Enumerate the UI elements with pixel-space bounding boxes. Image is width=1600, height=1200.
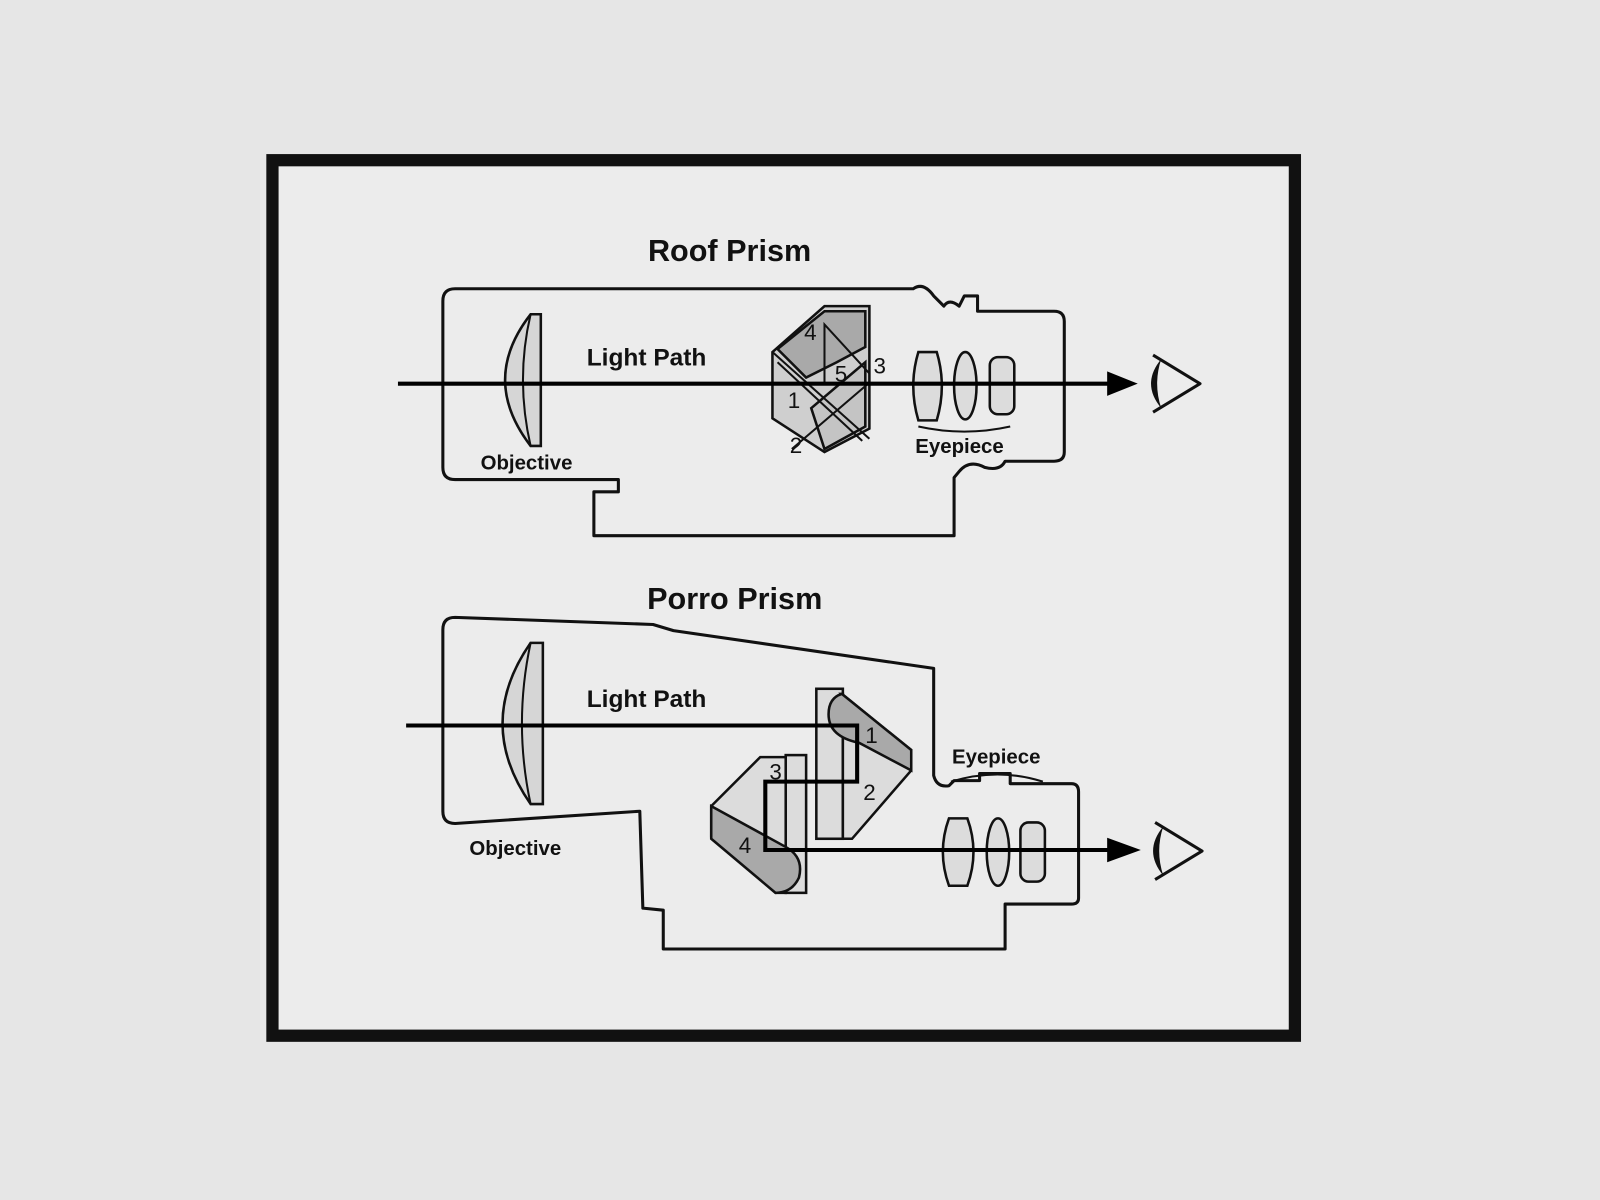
porro-eyepiece-label: Eyepiece <box>952 746 1040 768</box>
roof-surface-4: 4 <box>804 320 816 345</box>
roof-surface-5: 5 <box>835 362 847 387</box>
roof-arrowhead <box>1107 371 1138 396</box>
roof-surface-1: 1 <box>788 388 800 413</box>
porro-surface-2: 2 <box>863 780 875 805</box>
porro-eye-icon <box>1153 821 1204 881</box>
porro-housing <box>441 615 1081 951</box>
porro-light-ray <box>406 723 1113 853</box>
roof-eye-icon <box>1151 353 1202 414</box>
roof-prism-block <box>771 304 871 454</box>
roof-title: Roof Prism <box>648 234 811 268</box>
porro-light-path-label: Light Path <box>587 686 707 713</box>
porro-surface-3: 3 <box>769 760 781 785</box>
porro-objective-label: Objective <box>469 838 561 860</box>
roof-objective-lens <box>503 313 543 448</box>
porro-arrowhead <box>1107 837 1141 863</box>
porro-title: Porro Prism <box>647 582 822 616</box>
roof-eyepiece-label: Eyepiece <box>915 436 1003 458</box>
roof-prism-diagram: Roof Prism 4 5 3 1 2 Light Path Objectiv… <box>397 234 1202 538</box>
roof-housing <box>441 284 1066 538</box>
porro-surface-4: 4 <box>739 833 751 858</box>
porro-prism-diagram: Porro Prism 1 2 3 4 Light Path Objective… <box>406 582 1204 951</box>
roof-light-path-label: Light Path <box>587 344 707 371</box>
roof-surface-2: 2 <box>790 433 802 458</box>
roof-surface-3: 3 <box>873 353 885 378</box>
roof-objective-label: Objective <box>481 452 573 474</box>
porro-surface-1: 1 <box>865 723 877 748</box>
